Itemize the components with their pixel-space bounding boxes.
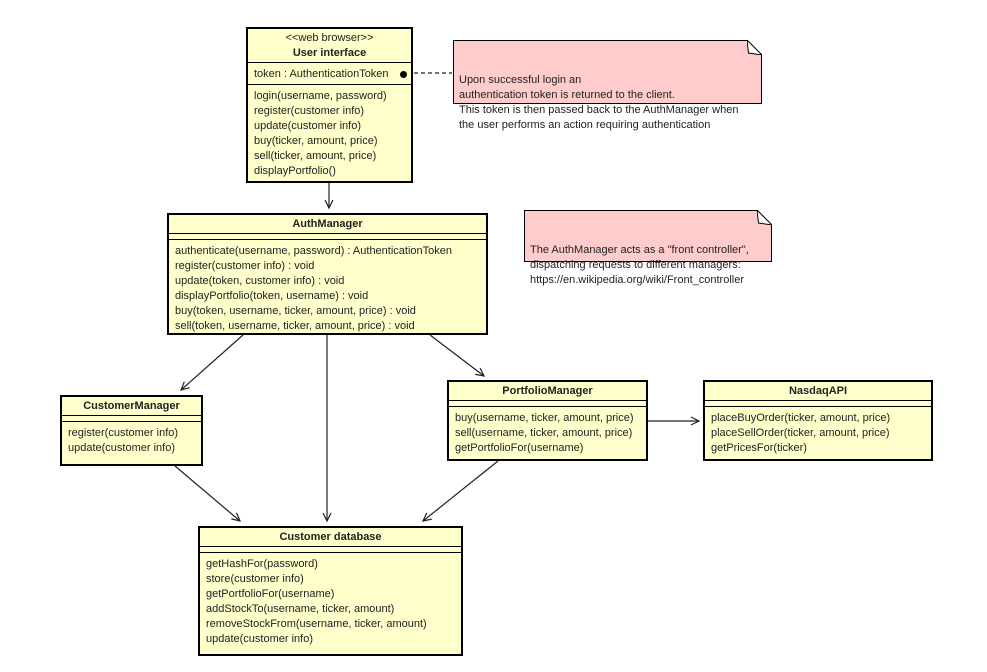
class-portfolio-manager-methods: buy(username, ticker, amount, price) sel… xyxy=(449,407,646,459)
class-nasdaq-api: NasdaqAPI placeBuyOrder(ticker, amount, … xyxy=(703,380,933,461)
class-portfolio-manager: PortfolioManager buy(username, ticker, a… xyxy=(447,380,648,461)
class-nasdaq-api-attributes xyxy=(705,400,931,407)
class-user-interface-attributes: token : AuthenticationToken xyxy=(248,62,411,85)
class-name: User interface xyxy=(292,47,367,59)
attribute-text: token : AuthenticationToken xyxy=(254,68,389,80)
method-row: getHashFor(password) xyxy=(206,558,318,570)
note-text: Upon successful login an authentication … xyxy=(459,74,739,131)
class-auth-manager-header: AuthManager xyxy=(169,215,486,233)
note-authentication-token: Upon successful login an authentication … xyxy=(453,40,762,131)
note-front-controller: The AuthManager acts as a "front control… xyxy=(524,210,772,286)
method-row: buy(ticker, amount, price) xyxy=(254,135,378,147)
method-row: getPortfolioFor(username) xyxy=(455,442,584,454)
class-name: Customer database xyxy=(279,531,382,543)
class-user-interface-header: <<web browser>> User interface xyxy=(248,29,411,62)
method-row: authenticate(username, password) : Authe… xyxy=(175,245,452,257)
arrow-customermanager-to-customerdatabase xyxy=(174,465,242,522)
class-name: AuthManager xyxy=(292,218,363,230)
class-portfolio-manager-header: PortfolioManager xyxy=(449,382,646,400)
method-row: displayPortfolio(token, username) : void xyxy=(175,290,369,302)
class-name: PortfolioManager xyxy=(502,385,593,397)
class-customer-database-header: Customer database xyxy=(200,528,461,546)
method-row: register(customer info) xyxy=(254,105,365,117)
method-row: store(customer info) xyxy=(206,573,304,585)
class-auth-manager-methods: authenticate(username, password) : Authe… xyxy=(169,240,486,333)
class-customer-database-attributes xyxy=(200,546,461,553)
attribute-row: token : AuthenticationToken xyxy=(248,63,411,86)
arrow-authmanager-to-customermanager xyxy=(179,334,244,391)
method-row: register(customer info) xyxy=(68,427,179,439)
class-customer-manager: CustomerManager register(customer info) … xyxy=(60,395,203,466)
class-name: NasdaqAPI xyxy=(788,385,848,397)
note-fold-icon xyxy=(757,210,772,225)
method-row: register(customer info) : void xyxy=(175,260,315,272)
arrow-authmanager-to-portfoliomanager xyxy=(429,334,486,377)
class-customer-manager-attributes xyxy=(62,415,201,422)
note-fold-icon xyxy=(747,40,762,55)
method-row: sell(username, ticker, amount, price) xyxy=(455,427,633,439)
class-auth-manager-attributes xyxy=(169,233,486,240)
class-customer-database: Customer database getHashFor(password) s… xyxy=(198,526,463,656)
arrow-portfoliomanager-to-customerdatabase xyxy=(421,460,499,522)
method-row: update(token, customer info) : void xyxy=(175,275,345,287)
method-row: update(customer info) xyxy=(254,120,361,132)
method-row: getPortfolioFor(username) xyxy=(206,588,335,600)
class-user-interface-methods: login(username, password) register(custo… xyxy=(248,85,411,181)
class-stereotype: <<web browser>> xyxy=(285,32,374,44)
note-anchor-dot-icon xyxy=(400,71,407,78)
method-row: placeBuyOrder(ticker, amount, price) xyxy=(711,412,891,424)
method-row: sell(token, username, ticker, amount, pr… xyxy=(175,320,415,332)
class-customer-database-methods: getHashFor(password) store(customer info… xyxy=(200,553,461,654)
class-user-interface: <<web browser>> User interface token : A… xyxy=(246,27,413,183)
class-portfolio-manager-attributes xyxy=(449,400,646,407)
note-text: The AuthManager acts as a "front control… xyxy=(530,244,749,286)
method-row: buy(token, username, ticker, amount, pri… xyxy=(175,305,416,317)
method-row: getPricesFor(ticker) xyxy=(711,442,807,454)
class-customer-manager-methods: register(customer info) update(customer … xyxy=(62,422,201,464)
class-nasdaq-api-header: NasdaqAPI xyxy=(705,382,931,400)
class-customer-manager-header: CustomerManager xyxy=(62,397,201,415)
method-row: removeStockFrom(username, ticker, amount… xyxy=(206,618,427,630)
method-row: sell(ticker, amount, price) xyxy=(254,150,377,162)
method-row: placeSellOrder(ticker, amount, price) xyxy=(711,427,890,439)
method-row: update(customer info) xyxy=(68,442,175,454)
class-auth-manager: AuthManager authenticate(username, passw… xyxy=(167,213,488,335)
method-row: login(username, password) xyxy=(254,90,387,102)
class-nasdaq-api-methods: placeBuyOrder(ticker, amount, price) pla… xyxy=(705,407,931,459)
method-row: buy(username, ticker, amount, price) xyxy=(455,412,634,424)
method-row: displayPortfolio() xyxy=(254,165,336,177)
method-row: addStockTo(username, ticker, amount) xyxy=(206,603,395,615)
method-row: update(customer info) xyxy=(206,633,313,645)
class-name: CustomerManager xyxy=(83,400,180,412)
